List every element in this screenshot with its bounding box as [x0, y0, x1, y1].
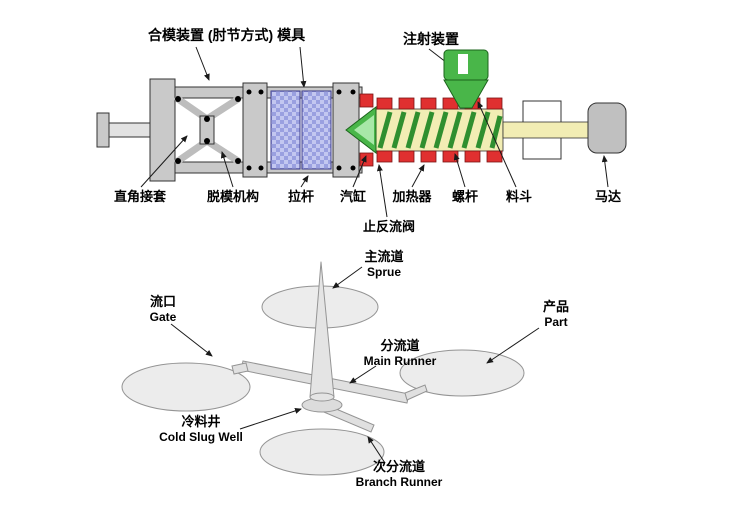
- label-screw: 螺杆: [452, 189, 478, 204]
- label-check-valve: 止反流阀: [363, 219, 415, 234]
- label-part-cn: 产品: [543, 299, 569, 314]
- gate-nub-left: [231, 362, 249, 375]
- sprue-base: [309, 392, 335, 402]
- machine-diagram: 合模装置 (肘节方式) 模具 注射装置: [96, 27, 627, 234]
- gate-nub-right: [404, 384, 428, 401]
- leader-hopper: [477, 101, 517, 188]
- label-sprue-en: Sprue: [367, 265, 401, 279]
- leader-main-runner: [349, 365, 377, 384]
- part-disc-left: [121, 362, 251, 412]
- motor-body: [587, 102, 627, 154]
- label-sprue-cn: 主流道: [364, 249, 403, 264]
- mold-half-left: [270, 90, 301, 170]
- label-gate-cn: 流口: [150, 294, 176, 309]
- toggle-pins: [175, 96, 241, 164]
- label-gate-en: Gate: [150, 310, 177, 324]
- label-cold-slug-well-en: Cold Slug Well: [159, 430, 243, 444]
- drive-shaft: [502, 121, 589, 139]
- leader-branch-runner: [367, 436, 386, 464]
- clamping-unit-title: 合模装置 (肘节方式) 模具: [148, 27, 305, 43]
- leader-cold-slug-well: [239, 408, 302, 430]
- label-branch-runner-cn: 次分流道: [373, 459, 425, 474]
- label-main-runner-cn: 分流道: [380, 338, 419, 353]
- moving-platen: [242, 82, 268, 178]
- sprue-cone: [309, 261, 335, 398]
- leader-motor: [601, 155, 609, 188]
- rear-platen: [149, 78, 176, 182]
- cylinder-mount-bottom: [359, 152, 374, 167]
- label-branch-runner-en: Branch Runner: [356, 475, 443, 489]
- label-heater: 加热器: [391, 189, 432, 204]
- clamp-cylinder-cap: [96, 112, 110, 148]
- label-right-angle-socket: 直角接套: [114, 189, 167, 204]
- injection-unit-title: 注射装置: [403, 31, 459, 47]
- leader-gate: [170, 323, 213, 357]
- label-ejection-mechanism: 脱模机构: [207, 189, 259, 204]
- leader-title-clamp: [195, 46, 210, 81]
- cylinder-mount-top: [359, 93, 374, 108]
- label-tie-bar: 拉杆: [288, 189, 314, 204]
- leader-ejection-mechanism: [220, 151, 234, 188]
- runner-system-diagram: 主流道 Sprue 流口 Gate 产品 Part 分流道 Main Runne…: [121, 249, 569, 489]
- leader-title-mold: [299, 46, 307, 88]
- nozzle-highlight: [354, 115, 374, 145]
- leader-tie-bar: [300, 175, 309, 188]
- leader-part: [486, 327, 540, 364]
- leader-screw: [453, 153, 466, 188]
- hopper: [443, 49, 489, 109]
- clamp-cylinder-rod: [108, 122, 151, 138]
- label-motor: 马达: [595, 189, 621, 204]
- mold-half-right: [301, 90, 332, 170]
- leader-cylinder: [352, 155, 367, 188]
- part-disc-bottom: [259, 428, 385, 476]
- screw-coil: [377, 111, 503, 149]
- label-cylinder: 汽缸: [340, 189, 366, 204]
- label-part-en: Part: [544, 315, 567, 329]
- leader-check-valve: [376, 164, 388, 218]
- leader-heater: [411, 164, 425, 188]
- label-main-runner-en: Main Runner: [364, 354, 437, 368]
- label-cold-slug-well-cn: 冷料井: [181, 414, 220, 429]
- leader-right-angle-socket: [140, 135, 188, 188]
- leader-sprue: [332, 266, 363, 289]
- label-hopper: 料斗: [506, 189, 532, 204]
